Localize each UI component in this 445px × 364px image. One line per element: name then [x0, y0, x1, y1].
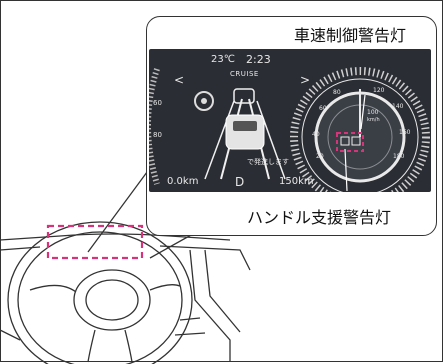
dashboard-highlight-box	[46, 224, 144, 260]
speedo-tick-80: 80	[333, 89, 341, 96]
tach-tick-60: 60	[153, 99, 162, 107]
speedo-tick-140: 140	[392, 103, 404, 110]
tach-tick-80: 80	[153, 131, 162, 139]
instrument-panel: 23℃ 2:23 CRUISE < > で発進します 0.0km D 150km…	[149, 49, 431, 192]
status-message: で発進します	[247, 158, 289, 166]
speedo-tick-160: 160	[399, 129, 411, 136]
speedo-tick-40: 40	[312, 131, 320, 138]
speed-value: 100	[367, 109, 379, 116]
speedo-tick-60: 60	[319, 105, 327, 112]
temperature-readout: 23℃	[211, 54, 235, 65]
cruise-label: CRUISE	[230, 70, 259, 78]
warning-lights-highlight	[336, 132, 364, 152]
speed-unit: km/h	[367, 117, 380, 123]
trip-distance: 0.0km	[167, 176, 199, 187]
speedo-tick-120: 120	[373, 87, 385, 94]
clock-readout: 2:23	[246, 53, 271, 66]
left-arrow: <	[174, 73, 185, 87]
speed-control-warning-label: 車速制御警告灯	[292, 22, 409, 46]
gear-indicator: D	[235, 175, 245, 189]
speedo-tick-180: 180	[393, 153, 405, 160]
steering-assist-warning-label: ハンドル支援警告灯	[245, 204, 394, 228]
range-readout: 150km	[279, 176, 314, 187]
meter-graphics	[149, 67, 430, 192]
speedo-tick-20: 20	[316, 153, 324, 160]
right-arrow: >	[300, 73, 311, 87]
